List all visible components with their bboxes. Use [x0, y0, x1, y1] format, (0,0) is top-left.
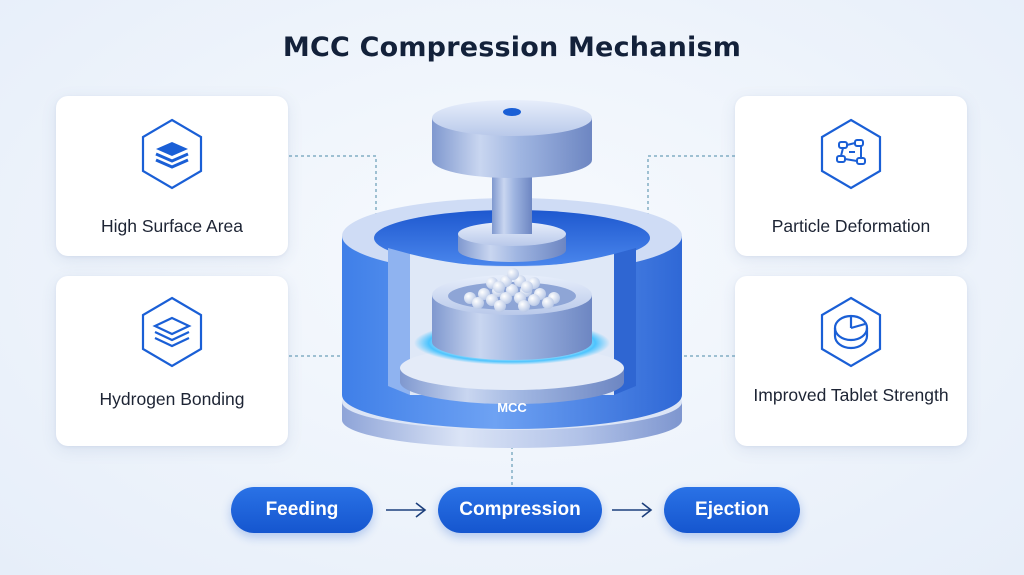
feature-label: Improved Tablet Strength: [753, 385, 949, 405]
page-title: MCC Compression Mechanism: [282, 32, 742, 63]
step-feeding[interactable]: Feeding: [231, 487, 373, 533]
feature-card-high-surface-area: High Surface Area: [56, 96, 288, 256]
feature-card-improved-tablet-strength: Improved Tablet Strength: [735, 276, 967, 446]
pie-chart-icon: [820, 296, 882, 368]
feature-card-particle-deformation: Particle Deformation: [735, 96, 967, 256]
step-label: Feeding: [265, 499, 339, 520]
feature-label: Hydrogen Bonding: [99, 389, 245, 409]
feature-label: Particle Deformation: [771, 216, 931, 236]
stacked-sheets-icon: [141, 296, 203, 368]
arrow-right-icon: [386, 502, 427, 518]
arrow-right-icon: [612, 502, 653, 518]
step-compression[interactable]: Compression: [438, 487, 602, 533]
step-label: Compression: [459, 499, 581, 520]
molecule-network-icon: [820, 118, 882, 190]
step-ejection[interactable]: Ejection: [664, 487, 800, 533]
feature-label: High Surface Area: [100, 216, 244, 236]
feature-card-hydrogen-bonding: Hydrogen Bonding: [56, 276, 288, 446]
mcc-particles: [464, 268, 560, 312]
layers-icon: [141, 118, 203, 190]
press-base-label: MCC: [497, 400, 527, 415]
step-label: Ejection: [695, 499, 769, 520]
